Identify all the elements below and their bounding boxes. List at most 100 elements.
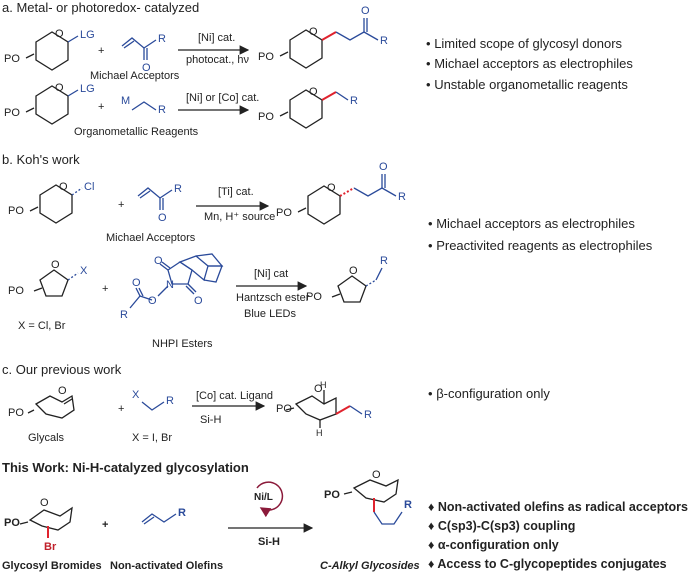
d-br: Br (44, 541, 57, 553)
c-label-glycals: Glycals (28, 432, 65, 444)
b-nhpi-o-carbonyl: O (132, 277, 141, 289)
b-cond1-bottom: Mn, H⁺ source (204, 211, 276, 223)
b-product-2-r: R (380, 255, 388, 267)
a-cond1-bottom: photocat., hν (186, 54, 249, 66)
a-product-2 (279, 89, 349, 129)
d-product-po: PO (324, 489, 340, 501)
b-nhpi-r: R (120, 309, 128, 321)
c-cond-bottom: Si-H (200, 414, 222, 426)
a-glycosyl-donor-2 (25, 85, 79, 125)
b-cond2-bottom: Blue LEDs (244, 308, 296, 320)
section-d-title: This Work: Ni-H-catalyzed glycosylation (2, 460, 249, 475)
c-product-po: PO (276, 403, 292, 415)
d-product-r: R (404, 499, 412, 511)
b-label-nhpi: NHPI Esters (152, 338, 213, 350)
b-plus-1: + (118, 199, 124, 211)
b-label-x: X = Cl, Br (18, 320, 66, 332)
b-furanose-halide (33, 269, 79, 297)
a-label-michael: Michael Acceptors (90, 70, 180, 82)
a-bullet-3: • Unstable organometallic reagents (426, 77, 628, 92)
a-product-1-o: O (309, 26, 318, 38)
a-product-1-carbonyl-o: O (361, 5, 370, 17)
b-o-1: O (158, 212, 167, 224)
b-product-1-po: PO (276, 207, 292, 219)
a-ring-oxygen-2: O (55, 82, 64, 94)
a-lg-2: LG (80, 83, 95, 95)
d-bullet-2: ♦ C(sp3)-C(sp3) coupling (428, 519, 576, 533)
d-glycosyl-bromide (19, 506, 73, 538)
c-po-1: PO (8, 407, 24, 419)
b-nhpi-ester (129, 253, 224, 309)
d-plus: + (102, 519, 108, 531)
b-nhpi-n: N (166, 279, 174, 291)
d-bullet-4: ♦ Access to C-glycopeptides conjugates (428, 557, 667, 571)
c-glycal-o: O (58, 385, 67, 397)
a-product-1-po: PO (258, 51, 274, 63)
c-label-x: X = I, Br (132, 432, 173, 444)
c-glycal (27, 394, 75, 419)
c-bullet-1: • β-configuration only (428, 386, 550, 401)
b-po-2: PO (8, 285, 24, 297)
b-cond2-top: [Ni] cat (254, 268, 289, 280)
b-product-1 (297, 174, 397, 225)
d-label-product: C-Alkyl Glycosides (320, 560, 420, 572)
a-cond2-top: [Ni] or [Co] cat. (186, 92, 260, 104)
d-product (343, 478, 403, 525)
b-bullet-2: • Preactivited reagents as electrophiles (428, 238, 653, 253)
b-nhpi-o-top: O (154, 255, 163, 267)
c-product-r: R (364, 409, 372, 421)
a-cond1-top: [Ni] cat. (198, 32, 236, 44)
a-po-2: PO (4, 107, 20, 119)
b-product-1-o: O (327, 182, 336, 194)
b-nhpi-o-ester: O (148, 295, 157, 307)
a-label-organometallic: Organometallic Reagents (74, 126, 199, 138)
c-product-h1: H (320, 380, 327, 390)
b-po-1: PO (8, 205, 24, 217)
a-r-2: R (158, 104, 166, 116)
c-x: X (132, 389, 140, 401)
d-bullet-1: ♦ Non-activated olefins as radical accep… (428, 500, 688, 514)
a-product-1 (279, 18, 379, 69)
d-cond-bottom: Si-H (258, 536, 280, 548)
d-olefin-r: R (178, 507, 186, 519)
section-b-title: b. Koh's work (2, 152, 80, 167)
b-nhpi-o-bottom: O (194, 295, 203, 307)
a-plus-1: + (98, 45, 104, 57)
b-bullet-1: • Michael acceptors as electrophiles (428, 216, 635, 231)
d-label-bromides: Glycosyl Bromides (2, 560, 102, 572)
d-catalytic-cycle-icon (256, 481, 284, 518)
a-m: M (121, 95, 130, 107)
b-cond1-top: [Ti] cat. (218, 186, 254, 198)
a-po-1: PO (4, 53, 20, 65)
c-cond-top: [Co] cat. Ligand (196, 390, 274, 402)
d-bullet-3: ♦ α-configuration only (428, 538, 559, 552)
b-product-2-po: PO (306, 291, 322, 303)
a-ring-oxygen-1: O (55, 28, 64, 40)
a-product-2-o: O (309, 86, 318, 98)
b-x: X (80, 265, 88, 277)
b-product-1-carbonyl-o: O (379, 161, 388, 173)
a-organometallic (131, 101, 157, 111)
section-a-title: a. Metal- or photoredox- catalyzed (2, 0, 200, 15)
c-r: R (166, 395, 174, 407)
d-label-olefins: Non-activated Olefins (110, 560, 224, 572)
c-product (285, 390, 363, 428)
a-r-1: R (158, 33, 166, 45)
a-product-2-r: R (350, 95, 358, 107)
b-plus-2: + (102, 283, 108, 295)
a-bullet-2: • Michael acceptors as electrophiles (426, 56, 633, 71)
b-label-michael: Michael Acceptors (106, 232, 196, 244)
b-product-2-o: O (349, 265, 358, 277)
a-bullet-1: • Limited scope of glycosyl donors (426, 36, 623, 51)
b-furanose-o: O (51, 259, 60, 271)
b-r-1: R (174, 183, 182, 195)
b-cond2-mid: Hantzsch ester (236, 292, 310, 304)
a-michael-acceptor-1 (121, 37, 157, 60)
b-ring-o-1: O (59, 181, 68, 193)
b-michael-acceptor (137, 187, 173, 210)
c-alkyl-halide (141, 401, 165, 411)
c-plus: + (118, 403, 124, 415)
c-product-h2: H (316, 428, 323, 438)
d-catalyst: Ni/L (254, 492, 273, 503)
